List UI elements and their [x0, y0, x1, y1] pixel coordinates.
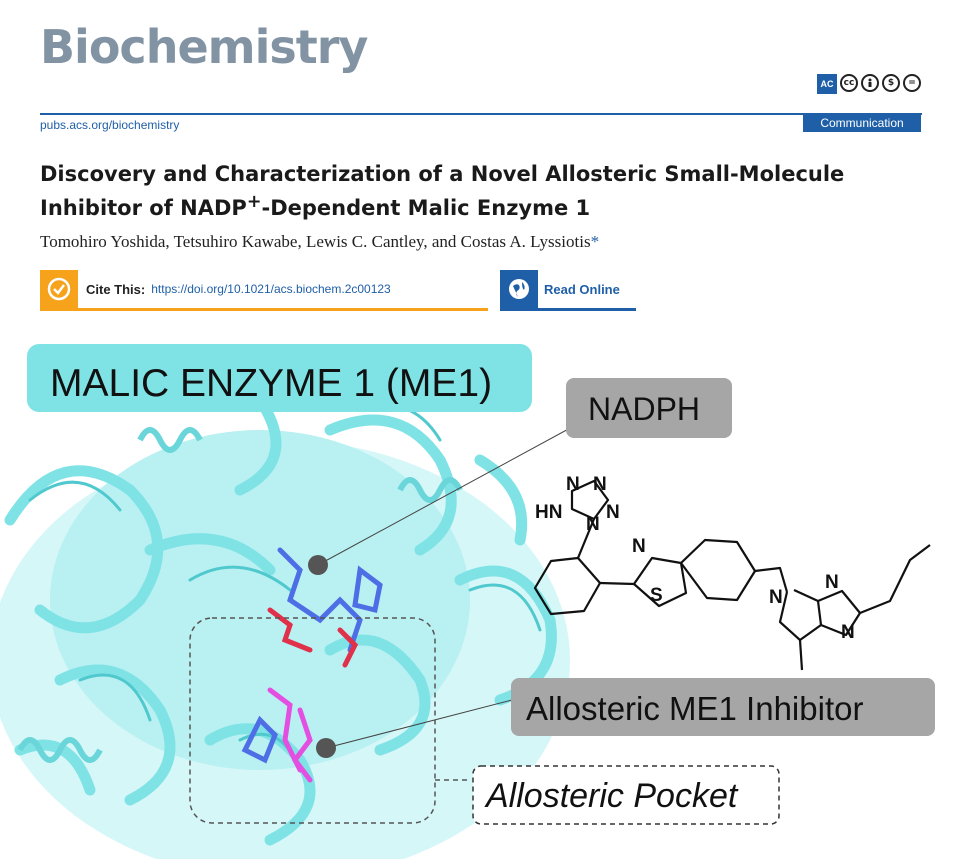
article-title: Discovery and Characterization of a Nove… [40, 160, 930, 222]
author-list: Tomohiro Yoshida, Tetsuhiro Kawabe, Lewi… [40, 232, 599, 252]
svg-text:N: N [825, 572, 839, 593]
globe-icon [500, 270, 538, 308]
title-line-2-pre: Inhibitor of NADP [40, 196, 247, 220]
svg-text:N: N [632, 536, 646, 557]
svg-text:N: N [841, 622, 855, 643]
read-online-button[interactable]: Read Online [500, 270, 636, 311]
svg-text:N: N [606, 502, 620, 523]
header-rule [40, 113, 922, 115]
protein-label: MALIC ENZYME 1 (ME1) [50, 362, 492, 405]
title-line-2-post: -Dependent Malic Enzyme 1 [261, 196, 591, 220]
inhibitor-callout [316, 699, 513, 758]
by-icon [861, 74, 879, 92]
article-type-badge: Communication [803, 115, 921, 132]
journal-logo: Biochemistry [40, 20, 368, 74]
nadph-callout [308, 419, 586, 575]
svg-text:N: N [586, 514, 600, 535]
svg-text:S: S [650, 585, 663, 606]
checkmark-icon [40, 270, 78, 308]
title-superscript: + [246, 192, 262, 212]
nadph-label-box: NADPH [566, 378, 732, 438]
svg-text:N: N [593, 474, 607, 495]
title-line-1: Discovery and Characterization of a Nove… [40, 162, 845, 186]
journal-url[interactable]: pubs.acs.org/biochemistry [40, 118, 180, 132]
inhibitor-chemical-structure: N N N HN N N S N N N [533, 474, 931, 671]
authors-text: Tomohiro Yoshida, Tetsuhiro Kawabe, Lewi… [40, 232, 591, 251]
cite-this-label: Cite This: [86, 281, 146, 297]
read-online-label: Read Online [544, 281, 620, 297]
cc-icon: cc [840, 74, 858, 92]
allosteric-inhibitor-ligand [241, 687, 313, 783]
acs-authorchoice-icon: AC [817, 74, 837, 94]
license-icons: AC cc $ = [817, 74, 921, 94]
svg-text:HN: HN [535, 502, 562, 523]
doi-link[interactable]: https://doi.org/10.1021/acs.biochem.2c00… [151, 282, 391, 296]
pocket-label: Allosteric Pocket [484, 777, 739, 815]
allosteric-pocket-outline [189, 617, 470, 824]
protein-label-box: MALIC ENZYME 1 (ME1) [27, 344, 532, 412]
svg-text:N: N [566, 474, 580, 495]
inhibitor-label: Allosteric ME1 Inhibitor [526, 690, 863, 727]
nc-icon: $ [882, 74, 900, 92]
svg-text:N: N [769, 587, 783, 608]
pocket-label-box: Allosteric Pocket [472, 765, 780, 825]
corresponding-author-mark[interactable]: * [590, 232, 600, 251]
nadph-label: NADPH [588, 391, 700, 427]
inhibitor-label-box: Allosteric ME1 Inhibitor [511, 678, 935, 736]
cite-this-bar[interactable]: Cite This: https://doi.org/10.1021/acs.b… [40, 270, 488, 311]
nd-icon: = [903, 74, 921, 92]
atom-labels: N N N HN N N S N N N [535, 474, 855, 643]
me1-protein-ribbon [0, 358, 570, 859]
graphical-abstract: MALIC ENZYME 1 (ME1) NADPH Allosteric ME… [0, 344, 935, 859]
